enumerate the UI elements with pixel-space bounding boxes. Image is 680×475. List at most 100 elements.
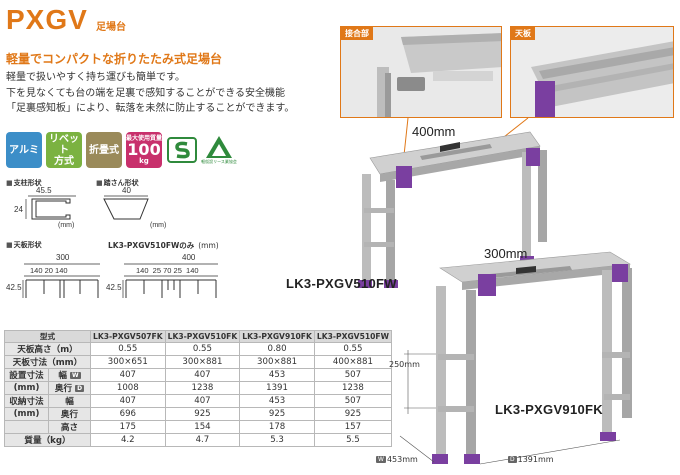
top-height-400: 42.5	[106, 283, 122, 292]
d-dim-text: 1391mm	[517, 455, 554, 464]
mark-caption: 軽仮設リース業協会	[201, 159, 237, 164]
table-cell: 696	[90, 407, 166, 421]
table-cell: 453	[239, 394, 315, 408]
rivet-line: 方式	[54, 155, 74, 167]
row-label: 質量（kg）	[4, 433, 91, 447]
rivet-badge: リベット方式	[46, 132, 82, 168]
joint-closeup-image	[341, 27, 501, 117]
table-cell: 925	[239, 407, 315, 421]
row-label: 設置寸法	[4, 368, 49, 382]
row-sublabel: 幅	[48, 394, 91, 408]
height-250-label: 250mm	[389, 360, 420, 369]
alumi-badge: アルミ	[6, 132, 42, 168]
load-value: 100	[127, 140, 161, 159]
table-cell: 4.2	[90, 433, 166, 447]
table-header: 型式	[4, 330, 91, 343]
s-mark-icon	[166, 132, 198, 168]
table-cell: 407	[164, 394, 241, 408]
desc-line: 軽量で扱いやすく持ち運びも簡単です。	[6, 72, 185, 83]
scaffold-510fw	[358, 131, 547, 288]
table-header: LK3-PXGV910FK	[239, 330, 315, 343]
table-cell: 453	[239, 368, 315, 382]
row-label: 天板寸法（mm）	[4, 355, 91, 369]
sublabel-text: 奥行	[54, 384, 73, 394]
triangle-mark-icon	[206, 136, 232, 158]
row-label: 天板高さ（m）	[4, 342, 91, 356]
table-cell: 0.80	[239, 342, 315, 356]
table-cell: 407	[90, 368, 166, 382]
pillar-section-label: 支柱形状	[6, 178, 42, 188]
product-illustration	[358, 118, 632, 465]
row-label: (mm)	[4, 381, 49, 395]
table-cell: 0.55	[90, 342, 166, 356]
top-closeup: 天板	[510, 26, 674, 118]
step-section-label: 踏さん形状	[96, 178, 139, 188]
joint-closeup: 接合部	[340, 26, 502, 118]
table-row: 質量（kg） 4.2 4.7 5.3 5.5	[4, 433, 392, 447]
fw-only-title: LK3-PXGV510FWのみ(mm)	[108, 240, 219, 251]
top-section-drawing-400	[122, 263, 218, 298]
scaffold-910fk	[432, 251, 632, 464]
max-load-badge: 最大使用質量 100 kg	[126, 132, 162, 168]
w-label-badge: W	[69, 372, 81, 379]
top-section-label: 天板形状	[6, 240, 42, 250]
table-cell: 175	[90, 420, 166, 434]
table-cell: 4.7	[164, 433, 241, 447]
top-tag: 天板	[511, 27, 535, 40]
table-cell: 1008	[90, 381, 166, 395]
row-sublabel: 奥行	[48, 407, 91, 421]
table-row: 高さ 175 154 178 157	[4, 420, 392, 434]
width-300-label: 300mm	[484, 246, 528, 261]
model-910fk-label: LK3-PXGV910FK	[495, 402, 603, 417]
top-width-400: 400	[182, 253, 196, 262]
top-width-300: 300	[56, 253, 70, 262]
table-cell: 300×651	[90, 355, 166, 369]
table-cell: 5.3	[239, 433, 315, 447]
table-cell: 300×881	[239, 355, 315, 369]
table-cell: 0.55	[164, 342, 241, 356]
description: 軽量で扱いやすく持ち運びも簡単です。 下を見なくても台の端を足裏で感知することが…	[6, 70, 336, 117]
load-title: 最大使用質量	[126, 135, 163, 142]
table-row: 収納寸法 幅 407 407 453 507	[4, 394, 392, 408]
fw-only-text: LK3-PXGV510FWのみ	[108, 241, 195, 250]
feature-badges: アルミ リベット方式 折畳式 最大使用質量 100 kg 軽仮設リース業協会	[6, 132, 237, 168]
d-label-badge: D	[75, 385, 85, 392]
w-dim-text: 453mm	[386, 455, 418, 464]
joint-tag: 接合部	[341, 27, 373, 40]
top-segments-300: 140 20 140	[30, 266, 68, 275]
width-400-label: 400mm	[412, 124, 456, 139]
table-header: LK3-PXGV510FK	[164, 330, 241, 343]
step-width: 40	[122, 186, 131, 195]
pillar-width: 45.5	[36, 186, 52, 195]
table-cell: 154	[164, 420, 241, 434]
table-cell: 5.5	[313, 433, 392, 447]
top-section-drawing-300	[22, 263, 100, 298]
catch-copy: 軽量でコンパクトな折りたたみ式足場台	[6, 52, 223, 66]
table-row: (mm) 奥行 696 925 925 925	[4, 407, 392, 421]
table-header-row: 型式 LK3-PXGV507FK LK3-PXGV510FK LK3-PXGV9…	[4, 330, 392, 343]
table-row: 天板高さ（m） 0.55 0.55 0.80 0.55	[4, 342, 392, 356]
certification-mark: 軽仮設リース業協会	[201, 132, 237, 168]
table-cell: 300×881	[164, 355, 241, 369]
load-unit: kg	[139, 157, 149, 165]
desc-line: 下を見なくても台の端を足裏で感知することができる安全機能	[6, 87, 285, 99]
pillar-height: 24	[14, 205, 23, 214]
table-cell: 1238	[164, 381, 241, 395]
table-cell: 1391	[239, 381, 315, 395]
product-title: PXGV	[6, 4, 88, 35]
pillar-unit: (mm)	[58, 222, 75, 229]
pillar-section-drawing	[25, 195, 76, 220]
step-section-drawing	[103, 195, 149, 220]
row-label: 収納寸法	[4, 394, 49, 408]
model-510fw-label: LK3-PXGV510FW	[286, 276, 397, 291]
rivet-line: リベット	[49, 133, 79, 156]
d-badge: D	[508, 456, 517, 463]
top-height-300: 42.5	[6, 283, 22, 292]
table-cell: 178	[239, 420, 315, 434]
desc-line: 「足裏感知板」により、転落を未然に防止することができます。	[6, 103, 295, 114]
